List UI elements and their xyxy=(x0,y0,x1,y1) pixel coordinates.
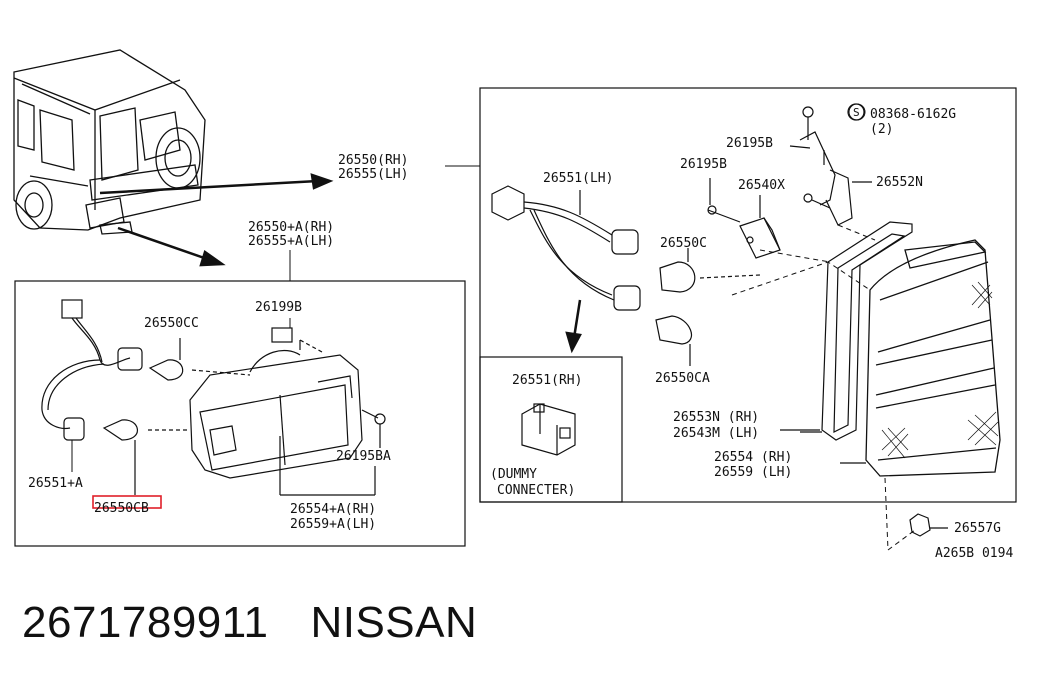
vehicle-arrows xyxy=(99,173,334,267)
label-26550ca: 26550CA xyxy=(655,371,710,386)
label-bolt-qty: (2) xyxy=(870,122,893,137)
lamp-harness xyxy=(491,185,641,311)
label-26550c: 26550C xyxy=(660,236,707,251)
combination-lamp-box xyxy=(479,87,1017,503)
labels: 26550(RH) 26555(LH) 26550+A(RH) 26555+A(… xyxy=(28,103,1013,561)
highlight-box xyxy=(92,495,162,509)
label-26540x: 26540X xyxy=(738,178,785,193)
lamp-bulbs xyxy=(655,248,761,366)
label-a-rh: 26550+A(RH) xyxy=(248,220,334,235)
label-26550cc: 26550CC xyxy=(144,316,199,331)
fog-lamp-housing xyxy=(189,327,363,479)
label-26551-rh: 26551(RH) xyxy=(512,373,582,388)
label-26199b: 26199B xyxy=(255,300,302,315)
bolts-top xyxy=(789,103,872,226)
label-26559a-lh: 26559+A(LH) xyxy=(290,517,376,532)
label-26550b: 26550CB xyxy=(94,501,149,516)
fog-screw xyxy=(279,339,386,496)
vehicle-illustration xyxy=(13,49,206,235)
diagram-code: A265B 0194 xyxy=(935,546,1013,561)
label-26554a-rh: 26554+A(RH) xyxy=(290,502,376,517)
lamp-hatching xyxy=(881,281,999,459)
label-26559-lh: 26559 (LH) xyxy=(714,465,792,480)
label-26195b-mid: 26195B xyxy=(680,157,727,172)
label-26553n-rh: 26553N (RH) xyxy=(673,410,759,425)
gasket-26553n xyxy=(780,221,913,441)
label-26195ba: 26195BA xyxy=(336,449,391,464)
dummy-connector-box xyxy=(479,356,623,503)
label-main-rh: 26550(RH) xyxy=(338,153,408,168)
screw-26557g xyxy=(909,513,948,537)
label-26551-lh: 26551(LH) xyxy=(543,171,613,186)
fog-lamp-box xyxy=(14,280,466,547)
label-26543m-lh: 26543M (LH) xyxy=(673,426,759,441)
label-26554-rh: 26554 (RH) xyxy=(714,450,792,465)
rear-combination-lamp xyxy=(800,239,1001,477)
fog-bulbs xyxy=(102,338,251,495)
label-a-lh: 26555+A(LH) xyxy=(248,234,334,249)
dummy-connector xyxy=(521,403,576,456)
footer-part-number: 2671789911 xyxy=(22,598,269,647)
label-main-lh: 26555(LH) xyxy=(338,167,408,182)
label-26552n: 26552N xyxy=(876,175,923,190)
footer-brand: NISSAN xyxy=(310,598,478,647)
label-bolt-ref: 08368-6162G xyxy=(870,107,956,122)
label-dummy-1: (DUMMY xyxy=(490,467,537,482)
s-symbol-icon xyxy=(848,103,866,121)
footer-caption: 2671789911 NISSAN xyxy=(22,598,477,648)
bracket-26540x xyxy=(707,178,781,259)
label-26551a: 26551+A xyxy=(28,476,83,491)
label-26557g: 26557G xyxy=(954,521,1001,536)
label-26195b-top: 26195B xyxy=(726,136,773,151)
label-dummy-2: CONNECTER) xyxy=(497,483,575,498)
s-symbol-text: S xyxy=(853,106,860,119)
fog-lamp-harness xyxy=(41,299,143,441)
